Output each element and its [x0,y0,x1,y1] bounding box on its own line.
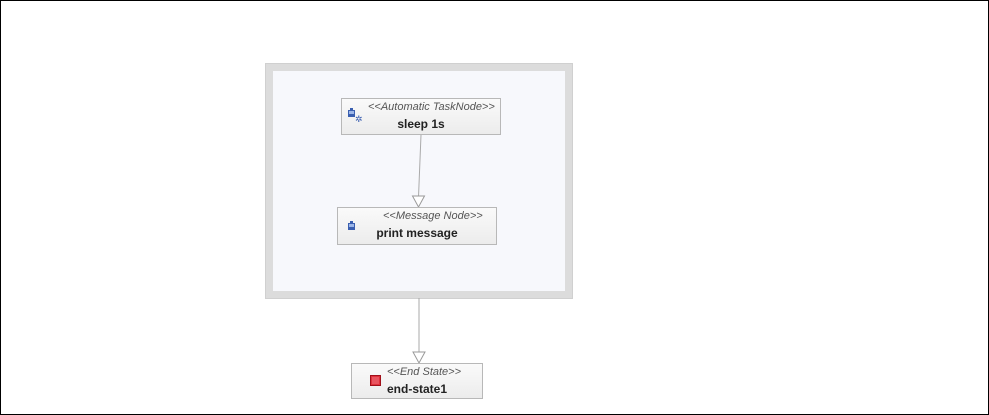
end-state-node[interactable]: <<End State>> end-state1 [351,363,483,399]
transition-sleep-to-print[interactable] [411,134,426,209]
message-node[interactable]: <<Message Node>> print message [337,207,497,245]
node-name: print message [376,226,458,240]
node-stereotype: <<Automatic TaskNode>> [368,101,495,113]
node-name: end-state1 [386,382,448,396]
node-name: sleep 1s [397,117,445,131]
svg-text:✲: ✲ [355,114,363,122]
node-stereotype: <<Message Node>> [383,210,483,222]
end-state-icon [370,374,382,392]
node-stereotype: <<End State>> [387,366,462,378]
transition-container-to-end[interactable] [412,298,426,365]
automatic-task-node[interactable]: ✲ <<Automatic TaskNode>> sleep 1s [341,98,501,135]
automatic-task-icon: ✲ [347,108,363,127]
message-node-icon [347,218,357,236]
